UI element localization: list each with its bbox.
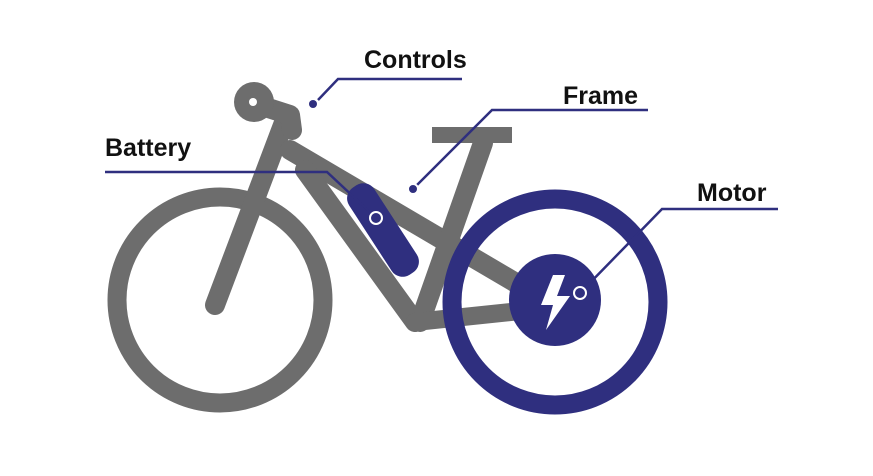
motor-label: Motor xyxy=(697,179,767,207)
top-tube xyxy=(280,140,555,310)
frame-dot xyxy=(407,183,419,195)
seat xyxy=(432,127,512,143)
battery-label: Battery xyxy=(105,134,191,162)
lightning-bolt-icon xyxy=(541,275,570,330)
frame-label: Frame xyxy=(563,82,638,110)
handlebar-dot xyxy=(249,98,257,106)
down-tube xyxy=(295,160,425,332)
frame-leader-line xyxy=(415,108,648,187)
fork xyxy=(205,115,293,315)
motor-dot xyxy=(573,286,587,300)
controls-label: Controls xyxy=(364,46,467,74)
battery-leader-line xyxy=(105,170,374,216)
battery-dot xyxy=(369,211,383,225)
controls-dot xyxy=(309,100,317,108)
motor-leader-line xyxy=(582,207,778,291)
seat-tube xyxy=(410,133,493,332)
controls-leader-line xyxy=(317,77,462,101)
front-wheel xyxy=(107,187,333,413)
rear-wheel xyxy=(442,189,668,415)
